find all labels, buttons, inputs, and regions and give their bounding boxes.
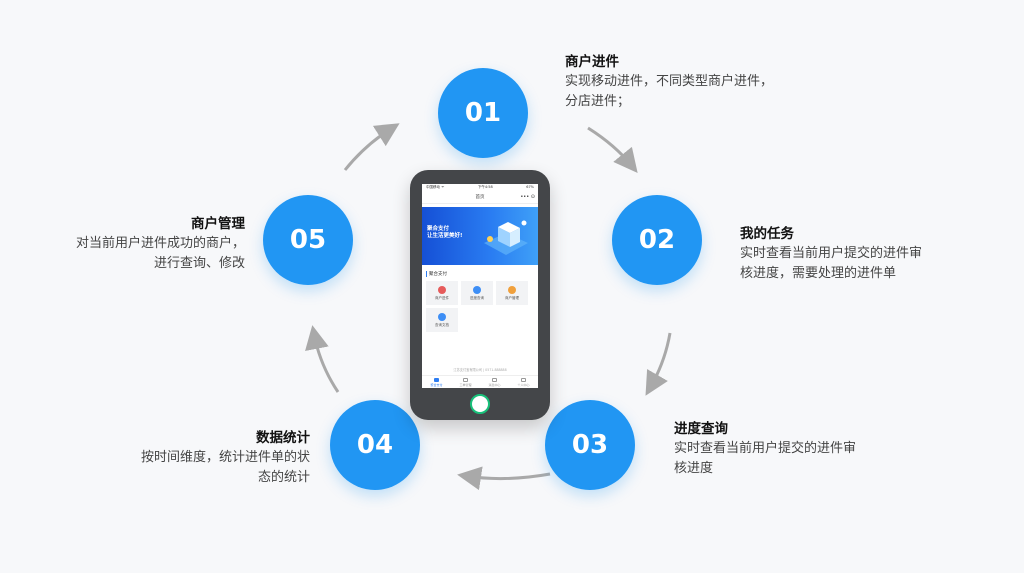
tab-orders[interactable]: 工单管理 — [459, 377, 472, 387]
step-05-line-2: 进行查询、修改 — [153, 256, 245, 271]
step-05-description: 商户管理 对当前用户进件成功的商户， 进行查询、修改 — [40, 214, 245, 274]
arrow-03-04 — [457, 466, 551, 491]
promo-banner[interactable]: 聚合支付 让生活更美好! — [422, 207, 538, 265]
step-04-line-1: 按时间维度，统计进件单的状 — [140, 450, 310, 465]
banner-text: 聚合支付 让生活更美好! — [427, 226, 463, 240]
phone-mockup: 中国移动 ᯤ 下午4:58 67% 首页 ••• ⊙ 聚合支付 让生活更美好! … — [410, 170, 550, 420]
nav-title: 首页 — [475, 195, 485, 200]
progress-query-icon — [473, 285, 481, 294]
app-footer: 江苏支付宝有限公司 | 0571-888888 — [453, 368, 507, 372]
query-docs-icon — [438, 312, 446, 321]
step-02-line-2: 核进度，需要处理的进件单 — [740, 266, 897, 281]
grid-item-merchant-manage[interactable]: 商户管理 — [496, 281, 528, 305]
list-icon — [462, 377, 468, 382]
arrow-02-03 — [645, 332, 672, 396]
step-05-circle: 05 — [263, 195, 353, 285]
user-icon — [520, 377, 526, 382]
isometric-illustration-icon — [484, 220, 528, 255]
grid-item-progress-query[interactable]: 进度查询 — [461, 281, 493, 305]
step-03-line-1: 实时查看当前用户提交的进件审 — [674, 441, 857, 456]
step-04-title: 数据统计 — [256, 430, 310, 446]
home-icon — [433, 377, 439, 382]
step-01-circle: 01 — [438, 68, 528, 158]
grid-item-label: 查询文档 — [435, 322, 449, 327]
tab-label: 个人中心 — [517, 382, 530, 387]
section-title: 聚合支付 — [426, 271, 534, 277]
step-01-line-2: 分店进件； — [565, 94, 631, 109]
step-01-line-1: 实现移动进件，不同类型商户进件， — [565, 74, 774, 89]
step-05-title: 商户管理 — [191, 216, 245, 232]
grid-item-merchant-apply[interactable]: 商户进件 — [426, 281, 458, 305]
step-02-circle: 02 — [612, 195, 702, 285]
tab-profile[interactable]: 个人中心 — [517, 377, 530, 387]
message-icon — [491, 377, 497, 382]
tab-bar: 聚合支付 工单管理 消息中心 个人中心 — [422, 375, 538, 388]
grid-item-label: 商户进件 — [435, 295, 449, 300]
app-navbar: 首页 ••• ⊙ — [422, 191, 538, 204]
merchant-manage-icon — [508, 285, 516, 294]
tab-label: 消息中心 — [488, 382, 501, 387]
battery-text: 67% — [526, 185, 534, 189]
step-03-line-2: 核进度 — [674, 461, 714, 476]
home-button[interactable] — [470, 394, 490, 414]
phone-screen: 中国移动 ᯤ 下午4:58 67% 首页 ••• ⊙ 聚合支付 让生活更美好! … — [422, 184, 538, 388]
arrow-04-05 — [305, 325, 340, 393]
step-03-description: 进度查询 实时查看当前用户提交的进件审 核进度 — [674, 419, 894, 479]
grid-item-label: 进度查询 — [470, 295, 484, 300]
banner-line-2: 让生活更美好! — [427, 233, 463, 239]
feature-grid: 商户进件 进度查询 商户管理 查询文档 — [426, 281, 534, 332]
tab-payment[interactable]: 聚合支付 — [430, 377, 443, 387]
clock-text: 下午4:58 — [477, 185, 493, 189]
step-02-description: 我的任务 实时查看当前用户提交的进件审 核进度，需要处理的进件单 — [740, 224, 960, 284]
arrow-01-02 — [587, 126, 638, 173]
status-bar: 中国移动 ᯤ 下午4:58 67% — [422, 184, 538, 191]
step-03-circle: 03 — [545, 400, 635, 490]
tab-label: 聚合支付 — [430, 382, 443, 387]
step-05-line-1: 对当前用户进件成功的商户， — [75, 236, 245, 251]
tab-label: 工单管理 — [459, 382, 472, 387]
arrow-05-01 — [343, 123, 400, 171]
tab-messages[interactable]: 消息中心 — [488, 377, 501, 387]
step-04-circle: 04 — [330, 400, 420, 490]
step-03-title: 进度查询 — [674, 421, 728, 437]
step-01-description: 商户进件 实现移动进件，不同类型商户进件， 分店进件； — [565, 52, 805, 112]
grid-item-label: 商户管理 — [505, 295, 519, 300]
step-02-line-1: 实时查看当前用户提交的进件审 — [740, 246, 923, 261]
step-02-title: 我的任务 — [740, 226, 794, 242]
more-icon[interactable]: ••• ⊙ — [520, 194, 535, 200]
merchant-apply-icon — [438, 285, 446, 294]
banner-line-1: 聚合支付 — [427, 226, 450, 232]
step-01-title: 商户进件 — [565, 54, 619, 70]
grid-item-query-docs[interactable]: 查询文档 — [426, 308, 458, 332]
carrier-text: 中国移动 ᯤ — [426, 185, 445, 189]
step-04-line-2: 态的统计 — [257, 470, 310, 485]
step-04-description: 数据统计 按时间维度，统计进件单的状 态的统计 — [100, 428, 310, 488]
